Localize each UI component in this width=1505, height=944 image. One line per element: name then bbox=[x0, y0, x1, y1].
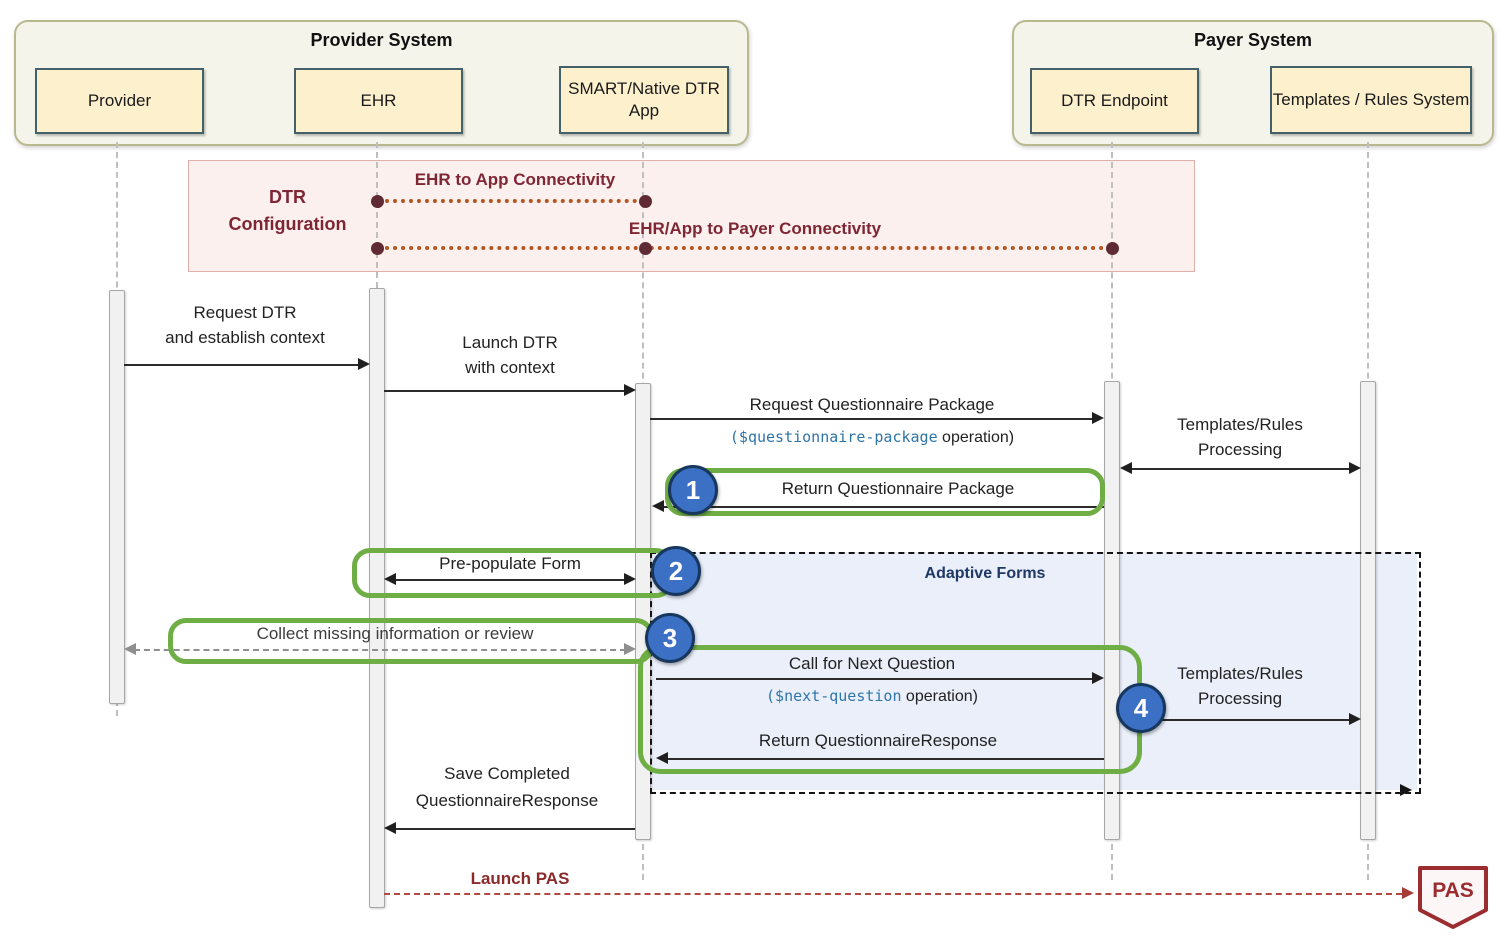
request-dtr-arrow bbox=[124, 364, 360, 366]
payer-system-title: Payer System bbox=[1193, 30, 1313, 50]
arrowhead-right bbox=[624, 643, 636, 655]
prepopulate-form-arrow bbox=[394, 579, 626, 581]
connector-dot bbox=[1106, 242, 1119, 255]
next-question-operation-code: ($next-question bbox=[766, 687, 902, 705]
ehr-to-app-connectivity-label: EHR to App Connectivity bbox=[414, 170, 616, 189]
actor-provider-label: Provider bbox=[87, 91, 152, 110]
adaptive-forms-border bbox=[650, 552, 1421, 794]
arrowhead-left bbox=[1120, 462, 1132, 474]
actor-dtr-app: SMART/Native DTR App bbox=[559, 66, 729, 134]
arrowhead-left bbox=[384, 822, 396, 834]
dtr-configuration-title-line1: DTR bbox=[269, 187, 306, 207]
highlight-box-4 bbox=[638, 645, 1142, 774]
next-question-operation-label: ($next-question operation) bbox=[766, 687, 978, 705]
connector-dot bbox=[371, 195, 384, 208]
arrowhead-right bbox=[1092, 672, 1104, 684]
pas-shield-label: PAS bbox=[1432, 879, 1474, 902]
highlight-box-3 bbox=[168, 618, 654, 664]
arrowhead-right bbox=[1349, 462, 1361, 474]
dtr-configuration-title: DTR Configuration bbox=[205, 184, 370, 238]
adaptive-forms-label: Adaptive Forms bbox=[924, 565, 1046, 582]
launch-dtr-label: Launch DTR with context bbox=[462, 333, 558, 377]
save-questionnaireresponse-label: Save Completed QuestionnaireResponse bbox=[415, 764, 599, 810]
arrowhead-right bbox=[624, 384, 636, 396]
actor-templates-rules-label: Templates / Rules System bbox=[1272, 90, 1470, 109]
ehr-to-app-connectivity-line bbox=[377, 199, 645, 203]
launch-pas-arrow bbox=[384, 893, 1402, 895]
connector-dot bbox=[371, 242, 384, 255]
templates-rules-processing-1-label: Templates/Rules Processing bbox=[1177, 415, 1303, 459]
pas-shield-shape bbox=[1418, 866, 1488, 929]
ehr-app-to-payer-connectivity-label: EHR/App to Payer Connectivity bbox=[628, 219, 882, 238]
actor-dtr-endpoint: DTR Endpoint bbox=[1030, 68, 1199, 134]
save-questionnaireresponse-arrow bbox=[394, 828, 635, 830]
connector-dot bbox=[639, 242, 652, 255]
activation-templates-rules bbox=[1360, 381, 1376, 840]
activation-provider bbox=[109, 290, 125, 704]
actor-dtr-endpoint-label: DTR Endpoint bbox=[1061, 91, 1168, 110]
arrowhead-right bbox=[1402, 887, 1414, 899]
collect-missing-info-arrow bbox=[134, 649, 626, 651]
request-dtr-label: Request DTR and establish context bbox=[165, 303, 325, 347]
step-badge-1: 1 bbox=[668, 465, 718, 515]
provider-system-title: Provider System bbox=[310, 30, 453, 50]
ehr-app-to-payer-connectivity-line bbox=[377, 246, 1112, 250]
arrowhead-left bbox=[652, 500, 664, 512]
arrowhead-right bbox=[1349, 713, 1361, 725]
launch-pas-label: Launch PAS bbox=[470, 869, 570, 888]
activation-dtr-endpoint bbox=[1104, 381, 1120, 840]
step-badge-3: 3 bbox=[645, 613, 695, 663]
connector-dot bbox=[639, 195, 652, 208]
actor-provider: Provider bbox=[35, 68, 204, 134]
actor-ehr: EHR bbox=[294, 68, 463, 134]
arrowhead-right bbox=[358, 358, 370, 370]
actor-templates-rules: Templates / Rules System bbox=[1270, 66, 1472, 134]
prepopulate-form-label: Pre-populate Form bbox=[439, 554, 581, 573]
activation-dtr-app bbox=[635, 383, 651, 840]
request-questionnaire-package-arrow bbox=[650, 418, 1094, 420]
return-questionnaire-package-arrow bbox=[662, 506, 1104, 508]
call-next-question-label: Call for Next Question bbox=[788, 654, 956, 673]
launch-dtr-arrow bbox=[384, 390, 626, 392]
call-next-question-arrow bbox=[656, 678, 1092, 680]
activation-ehr bbox=[369, 288, 385, 908]
dtr-configuration-title-line2: Configuration bbox=[228, 214, 347, 234]
arrowhead-left bbox=[124, 643, 136, 655]
templates-rules-processing-1-arrow bbox=[1130, 468, 1350, 470]
highlight-box-2 bbox=[352, 548, 674, 598]
collect-missing-info-label: Collect missing information or review bbox=[256, 624, 534, 643]
highlight-box-1 bbox=[665, 468, 1105, 516]
templates-rules-processing-2-arrow bbox=[1160, 719, 1350, 721]
questionnaire-package-operation-label: ($questionnaire-package operation) bbox=[729, 428, 1015, 446]
pas-shield: PAS bbox=[1417, 865, 1489, 931]
request-questionnaire-package-label: Request Questionnaire Package bbox=[749, 395, 995, 414]
dtr-configuration-box bbox=[188, 160, 1195, 272]
return-questionnaireresponse-label: Return QuestionnaireResponse bbox=[758, 731, 998, 750]
adaptive-forms-box bbox=[650, 552, 1417, 790]
return-questionnaire-package-label: Return Questionnaire Package bbox=[781, 479, 1015, 498]
step-badge-4: 4 bbox=[1116, 683, 1166, 733]
step-badge-2: 2 bbox=[651, 546, 701, 596]
arrowhead-right bbox=[624, 573, 636, 585]
questionnaire-package-operation-code: ($questionnaire-package bbox=[729, 428, 938, 446]
arrowhead-left bbox=[384, 573, 396, 585]
templates-rules-processing-2-label: Templates/Rules Processing bbox=[1177, 664, 1303, 708]
return-questionnaireresponse-arrow bbox=[666, 758, 1104, 760]
arrowhead-right bbox=[1092, 412, 1104, 424]
adaptive-forms-loop-arrowhead bbox=[1400, 784, 1412, 796]
actor-ehr-label: EHR bbox=[360, 91, 397, 110]
actor-dtr-app-label: SMART/Native DTR App bbox=[568, 79, 720, 120]
